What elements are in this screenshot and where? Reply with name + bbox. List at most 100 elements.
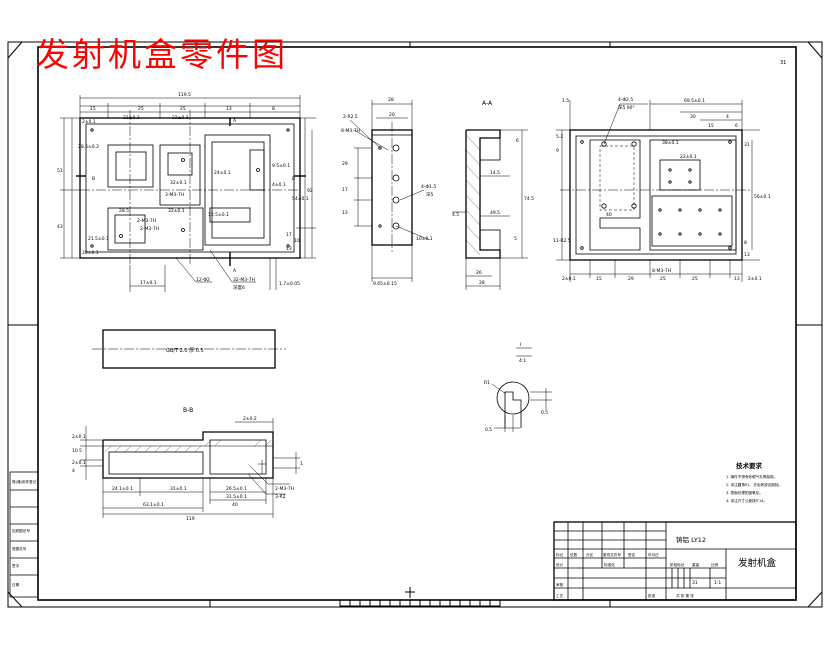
bb-dim-11: 2-M3-7H <box>275 486 294 492</box>
corner-code: 31 <box>780 60 786 66</box>
detail-view <box>491 347 552 432</box>
top-left-dim-4: 28±0.1 <box>82 250 99 256</box>
tb-label-5: 年月日 <box>648 552 659 557</box>
bb-dim-1: 2±0.1 <box>72 460 86 466</box>
rear-bottom-6: 2±0.1 <box>748 276 762 282</box>
rear-top-2: 深5 90° <box>618 104 635 111</box>
bb-dim-6: 26.5±0.1 <box>226 486 247 492</box>
left-strip-3: 签字 <box>12 563 20 568</box>
side-dim-7: 4-Φ1.5 <box>421 184 436 190</box>
side-dim-8: 深5 <box>426 191 433 198</box>
bb-dim-3: 4 <box>72 468 75 474</box>
top-inner-9: 21.5±0.1 <box>88 236 109 242</box>
top-callout-1: 2-M3-7H <box>137 218 156 224</box>
tech-req-line-2: 3. 表面处理阳极氧化。 <box>726 490 763 495</box>
top-sec-i: I <box>204 144 205 150</box>
rear-left-2: 11-R2.5 <box>553 238 571 244</box>
top-inner-5: 4±0.1 <box>272 182 286 188</box>
tb-standard: 标准化 <box>604 562 615 567</box>
side-dim-1: 20 <box>389 112 395 118</box>
bb-dim-8: 63.1±0.1 <box>143 502 164 508</box>
top-inner-7: 32±0.1 <box>168 208 185 214</box>
rear-right-2: 8 <box>744 240 747 246</box>
top-dim-2: 25 <box>138 106 144 112</box>
tech-req-line-0: 1. 铸件不得有砂眼气孔等缺陷。 <box>726 474 777 479</box>
top-callout-6: 1.7±0.05 <box>279 281 300 287</box>
rear-left-3: 40 <box>606 212 612 218</box>
overlay-title: 发射机盒零件图 <box>36 35 288 74</box>
top-callout-4: 深度6 <box>233 284 245 291</box>
side-dim-10: 9.65±0.15 <box>373 281 397 287</box>
top-sec-a1: A <box>233 118 237 124</box>
tb-role-3: 批准 <box>648 593 656 598</box>
tb-label-4: 签名 <box>628 552 636 557</box>
side-dim-4: 29 <box>342 161 348 167</box>
frame <box>7 41 823 608</box>
rear-left-0: 5.2 <box>556 134 563 140</box>
tb-role-2: 工艺 <box>556 593 564 598</box>
rear-bottom-3: 25 <box>660 276 666 282</box>
bb-dim-0: 2±0.1 <box>72 434 86 440</box>
left-strip-0: 借(通)用件登记 <box>12 479 37 484</box>
bb-dim-9: 40 <box>232 502 238 508</box>
rear-top-0: 1.5 <box>562 98 569 104</box>
tech-req-line-3: 4. 未注尺寸公差按IT14。 <box>726 498 767 503</box>
detail-scale: 4:1 <box>519 358 526 364</box>
bb-dim-7: 31.5±0.1 <box>226 494 247 500</box>
plate-label: GB/T 2.0 厚 0.5 <box>166 348 204 354</box>
top-left-dim-3: 43 <box>57 224 63 230</box>
rear-top-6: 15 <box>708 123 714 129</box>
top-inner-11: 54±0.1 <box>292 196 309 202</box>
detail-dim-1: 0.5 <box>541 410 548 416</box>
top-right-1: 17 <box>286 232 292 238</box>
bb-dim-10: 119 <box>186 516 195 522</box>
side-view <box>349 100 431 282</box>
top-dim-overall: 119.5 <box>178 92 191 98</box>
section-aa-title: A-A <box>482 100 493 107</box>
aa-dim-5: 5 <box>514 236 517 242</box>
rear-right-1: 56±0.1 <box>754 194 771 200</box>
rear-top-7: 6 <box>735 123 738 129</box>
detail-dim-0: R1 <box>484 380 490 386</box>
aa-dim-2: 4.5 <box>452 212 459 218</box>
tb-weight: 重量 <box>692 562 700 567</box>
top-sec-b2: B <box>292 176 295 182</box>
top-inner-0: 21±0.1 <box>123 115 140 121</box>
bb-dim-2: 10.5 <box>72 448 82 454</box>
title-block <box>553 521 797 601</box>
bb-dim-12: 3-R2 <box>275 494 286 500</box>
bb-dim-5: 31±0.1 <box>170 486 187 492</box>
top-inner-10: 12.5±0.1 <box>208 212 229 218</box>
rear-top-3: 69.5±0.1 <box>684 98 705 104</box>
aa-dim-4: 74.5 <box>524 196 534 202</box>
top-right-0: 92 <box>307 188 313 194</box>
side-dim-2: 2-R2.5 <box>343 114 358 120</box>
bb-dim-4: 24.1±0.1 <box>112 486 133 492</box>
section-aa-view <box>452 129 528 290</box>
top-dim-3: 25 <box>180 106 186 112</box>
section-bb-view <box>80 418 300 518</box>
top-callout-3: 32-M3-7H <box>233 277 255 283</box>
rear-bottom-1: 15 <box>596 276 602 282</box>
aa-dim-1: 14.5 <box>490 170 500 176</box>
tb-ratio: 比例 <box>711 562 719 567</box>
rear-right-3: 13 <box>744 252 750 258</box>
side-dim-5: 17 <box>342 187 348 193</box>
detail-dim-2: 0.5 <box>485 427 492 433</box>
section-bb-title: B-B <box>183 407 193 414</box>
tb-stage: 阶段标记 <box>670 562 685 567</box>
top-inner-1: 22±0.1 <box>172 115 189 121</box>
bb-dim-14: 1 <box>300 461 303 467</box>
tb-label-0: 标记 <box>556 552 564 557</box>
top-sec-a2: A <box>233 268 237 274</box>
rear-top-5: 4 <box>726 114 729 120</box>
top-callout-5: 12-Φ2 <box>196 277 210 283</box>
side-dim-9: 10±0.1 <box>416 236 433 242</box>
aa-dim-0: 6 <box>516 138 519 144</box>
rear-left-1: 9 <box>556 148 559 154</box>
top-inner-3: 32±0.1 <box>170 180 187 186</box>
top-inner-8: 17±0.1 <box>140 280 157 286</box>
top-callout-0: 3-M3-7H <box>165 192 184 198</box>
top-left-dim-0: 2±0.1 <box>82 119 96 125</box>
aa-dim-3: 49.5 <box>490 210 500 216</box>
